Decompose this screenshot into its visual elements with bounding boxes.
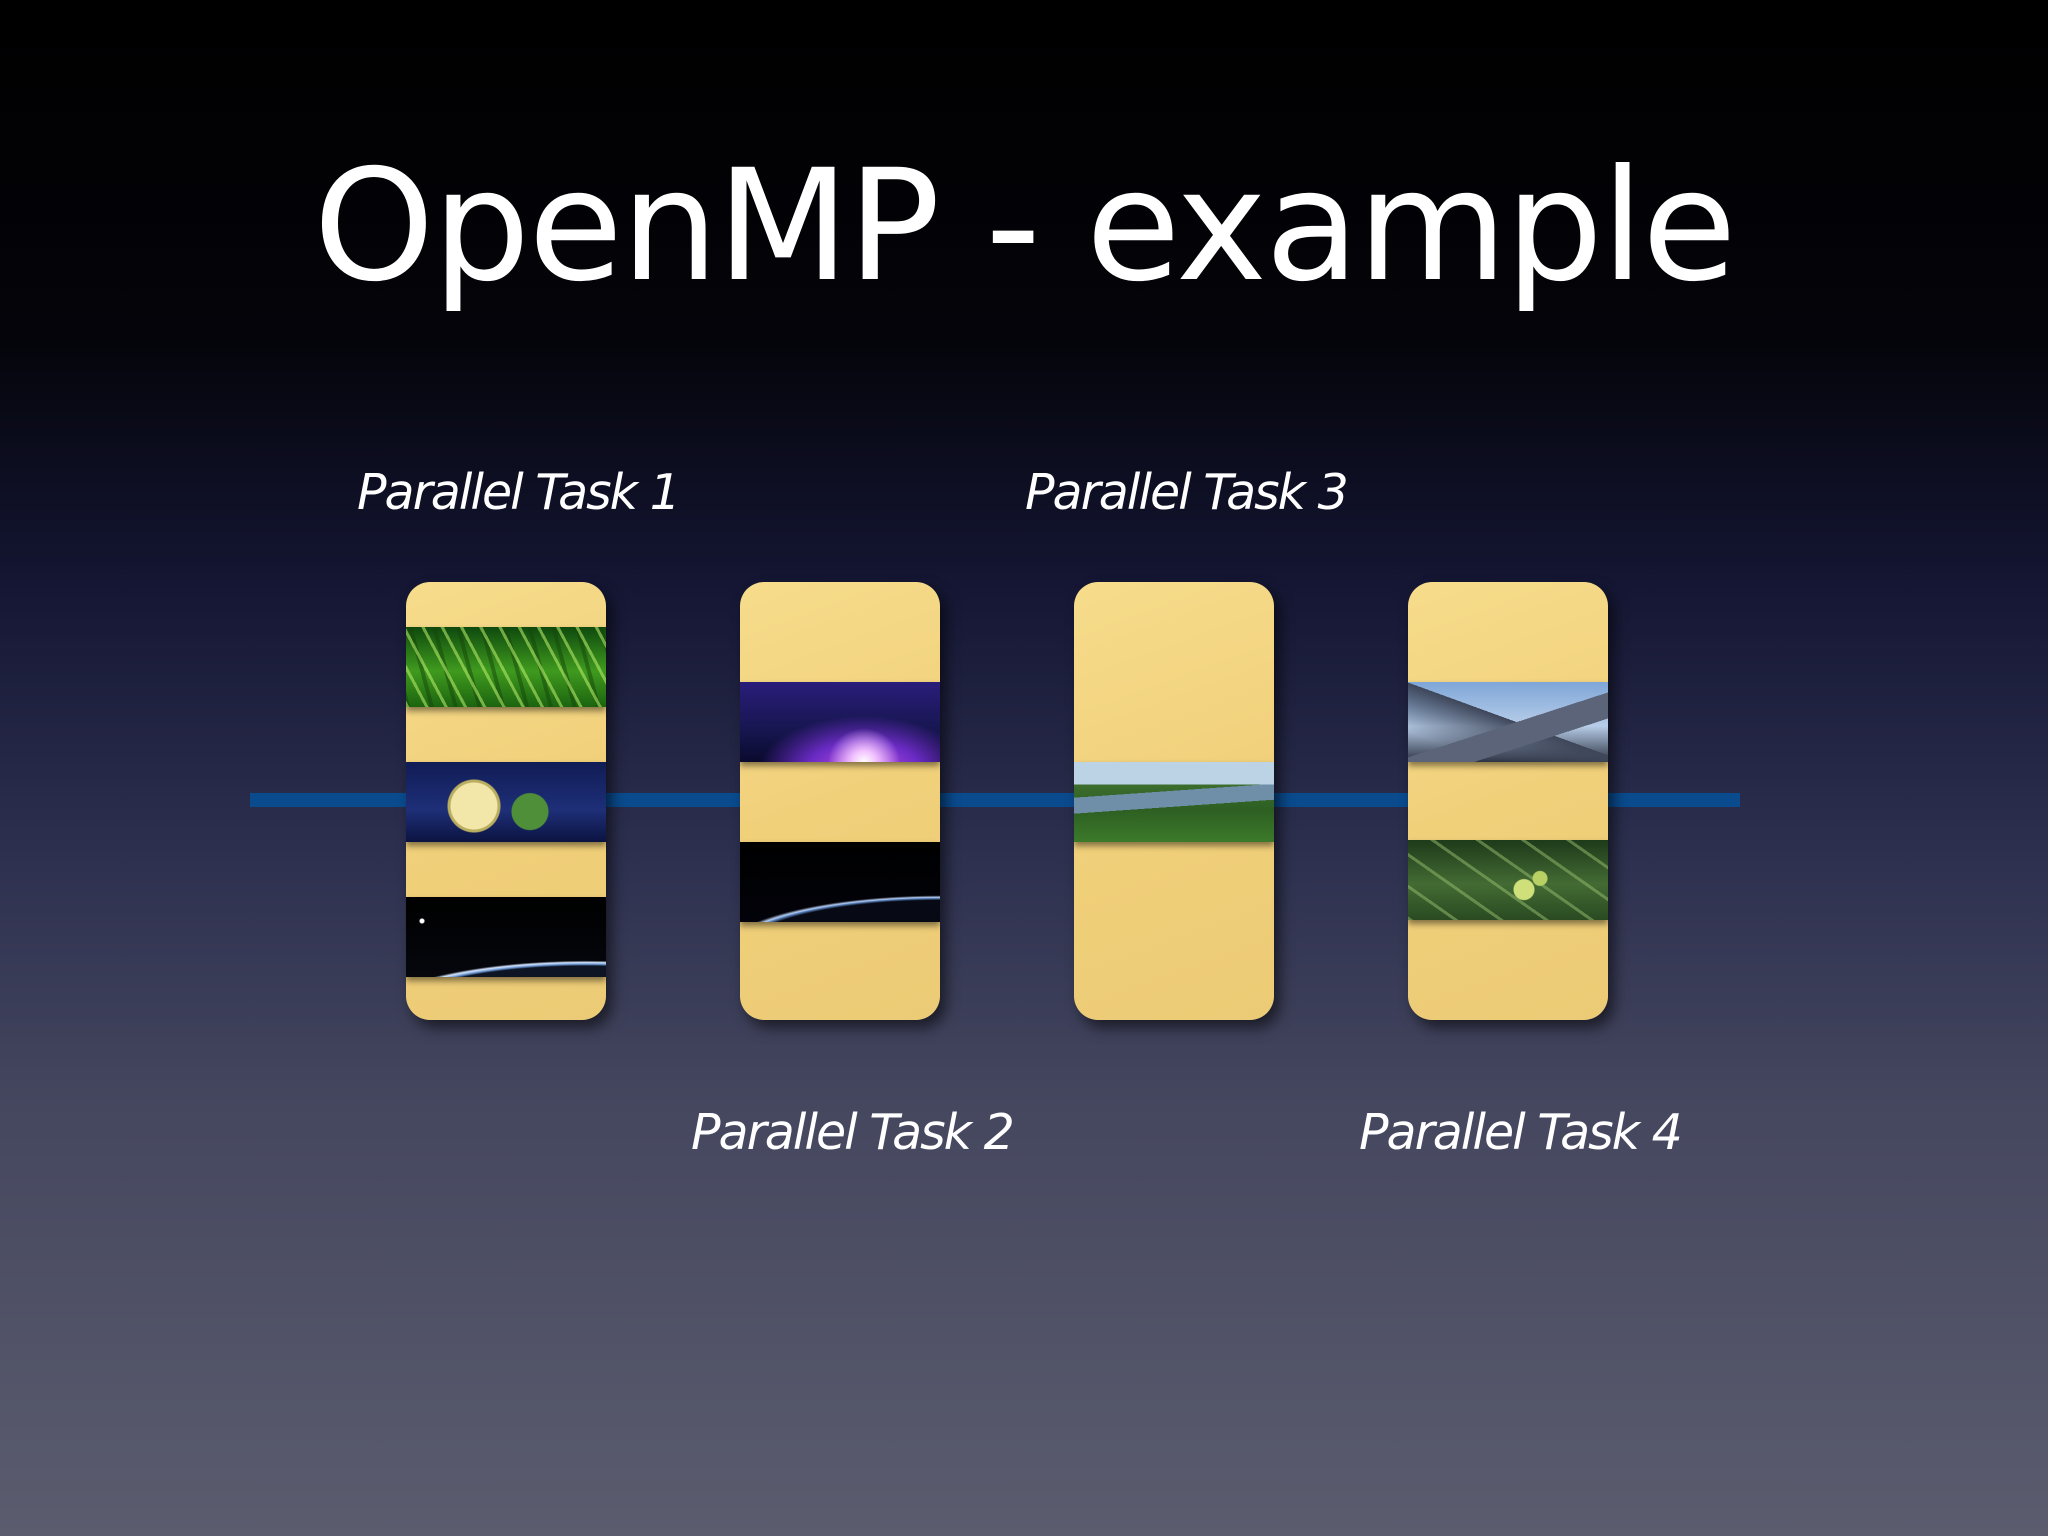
task-label-1: Parallel Task 1 xyxy=(357,464,681,521)
task-label-4: Parallel Task 4 xyxy=(1359,1104,1683,1161)
mountain-image xyxy=(1408,682,1608,762)
task-card-2 xyxy=(740,582,940,1020)
task-card-3 xyxy=(1074,582,1274,1020)
task-card-4 xyxy=(1408,582,1608,1020)
earth-orbit-image xyxy=(406,897,606,977)
slide-title: OpenMP - example xyxy=(313,137,1736,316)
timeline-line xyxy=(250,793,1740,807)
grass-image xyxy=(406,627,606,707)
task-card-1 xyxy=(406,582,606,1020)
moon-cartoon-image xyxy=(406,762,606,842)
task-label-2: Parallel Task 2 xyxy=(691,1104,1015,1161)
task-label-3: Parallel Task 3 xyxy=(1025,464,1349,521)
lake-landscape-image xyxy=(1074,762,1274,842)
leaves-fruit-image xyxy=(1408,840,1608,920)
earth-horizon-image xyxy=(740,842,940,922)
aurora-image xyxy=(740,682,940,762)
